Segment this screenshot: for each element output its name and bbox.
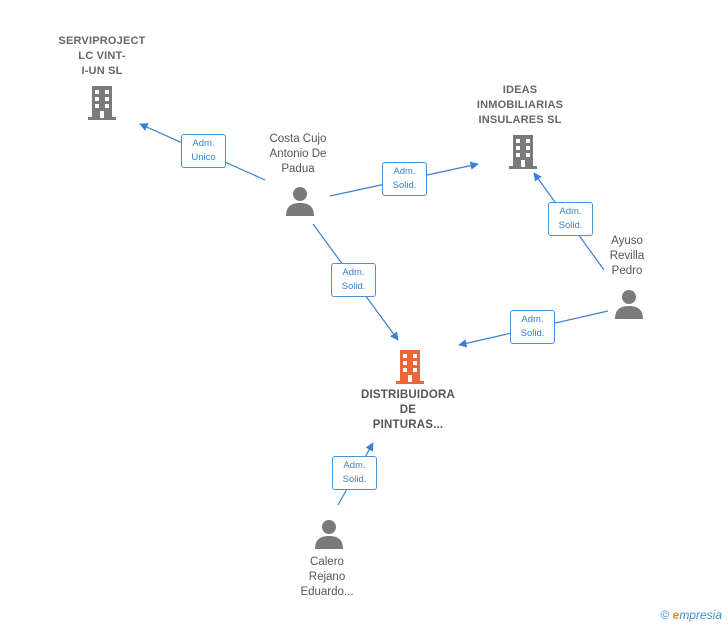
edge-label-line: Adm. — [342, 267, 365, 278]
edge-label-line: Solid. — [558, 220, 583, 231]
person-name-line: Costa Cujo — [269, 133, 327, 145]
brand-name: mpresia — [679, 608, 722, 622]
edge-label-line: Solid. — [392, 180, 417, 191]
edge-label-ayuso-ideas[interactable]: Adm. Solid. — [548, 202, 593, 236]
person-name-line: Eduardo... — [300, 586, 354, 598]
company-node-ideas[interactable]: IDEAS INMOBILIARIAS INSULARES SL — [460, 83, 580, 128]
company-name-line: SERVIPROJECT — [58, 35, 146, 47]
edge-label-calero-distribuidora[interactable]: Adm. Solid. — [332, 456, 377, 490]
company-name-line: IDEAS — [502, 84, 538, 96]
company-name-line: INMOBILIARIAS — [476, 99, 564, 111]
company-name-line: PINTURAS... — [372, 419, 444, 431]
person-node-calero[interactable]: Calero Rejano Eduardo... — [267, 555, 387, 600]
company-node-distribuidora[interactable]: DISTRIBUIDORA DE PINTURAS... — [348, 388, 468, 433]
edge-label-line: Adm. — [521, 314, 544, 325]
edge-label-line: Adm. — [393, 166, 416, 177]
person-icon[interactable] — [285, 186, 315, 216]
edge-label-line: Solid. — [342, 474, 367, 485]
edge-label-costa-ideas[interactable]: Adm. Solid. — [382, 162, 427, 196]
copyright-brand[interactable]: © empresia — [660, 608, 722, 622]
company-node-serviproject[interactable]: SERVIPROJECT LC VINT- I-UN SL — [42, 34, 162, 79]
company-name-line: DISTRIBUIDORA — [361, 389, 455, 401]
edge-label-costa-distribuidora[interactable]: Adm. Solid. — [331, 263, 376, 297]
edge-label-costa-serviproject[interactable]: Adm. Unico — [181, 134, 226, 168]
building-icon[interactable] — [86, 84, 118, 120]
person-name-line: Ayuso — [611, 235, 643, 247]
edge-label-line: Adm. — [559, 206, 582, 217]
building-icon-main[interactable] — [394, 348, 426, 384]
edge-label-ayuso-distribuidora[interactable]: Adm. Solid. — [510, 310, 555, 344]
company-name-line: I-UN SL — [81, 65, 123, 77]
building-icon[interactable] — [507, 133, 539, 169]
edge-label-line: Solid. — [341, 281, 366, 292]
edge-label-line: Adm. — [343, 460, 366, 471]
person-name-line: Rejano — [308, 571, 346, 583]
brand-logo-initial: e — [672, 608, 680, 622]
person-name-line: Revilla — [609, 250, 645, 262]
copyright-symbol: © — [660, 608, 670, 622]
company-name-line: INSULARES SL — [478, 114, 562, 126]
person-name-line: Antonio De — [269, 148, 327, 160]
person-name-line: Padua — [281, 163, 315, 175]
company-name-line: DE — [399, 404, 417, 416]
person-icon[interactable] — [614, 289, 644, 319]
person-name-line: Pedro — [611, 265, 643, 277]
edge-label-line: Unico — [191, 152, 216, 163]
edge-label-line: Adm. — [192, 138, 215, 149]
person-node-costa[interactable]: Costa Cujo Antonio De Padua — [238, 132, 358, 177]
person-icon[interactable] — [314, 519, 344, 549]
person-node-ayuso[interactable]: Ayuso Revilla Pedro — [587, 234, 667, 279]
person-name-line: Calero — [310, 556, 344, 568]
company-name-line: LC VINT- — [78, 50, 126, 62]
edge-label-line: Solid. — [520, 328, 545, 339]
